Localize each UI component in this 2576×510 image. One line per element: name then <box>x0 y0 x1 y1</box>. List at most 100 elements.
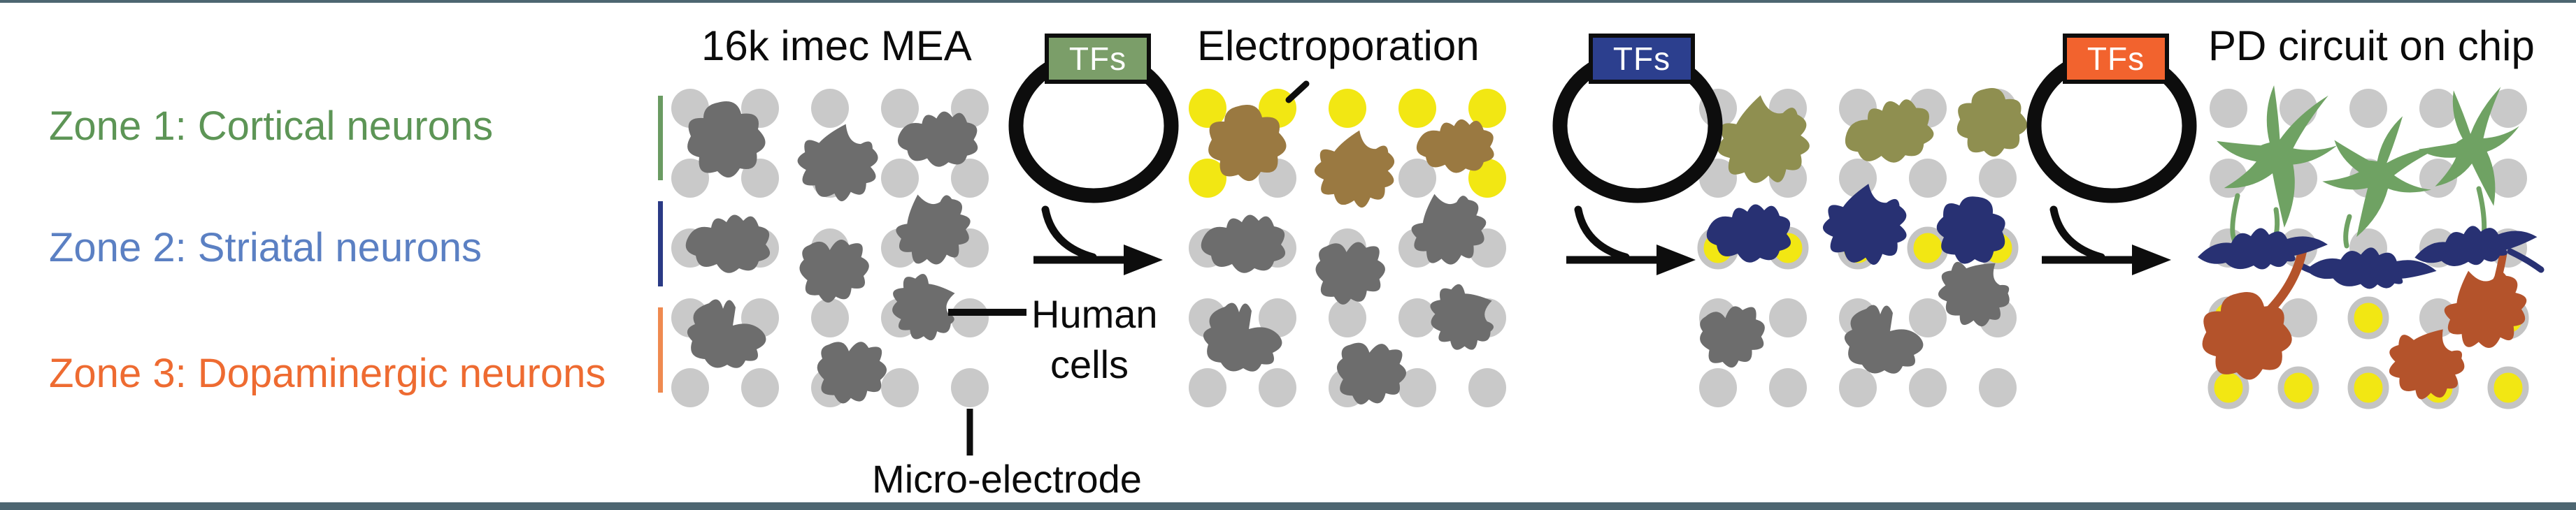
micro-electrode-dot <box>2419 89 2457 128</box>
micro-electrode-dot-ringed <box>2487 366 2529 409</box>
micro-electrode-dot <box>1699 159 1737 198</box>
cell-green <box>2217 85 2338 228</box>
cell-brown <box>1314 130 1395 208</box>
cell-gray <box>817 342 887 404</box>
micro-electrode-dot <box>1398 368 1436 407</box>
neurite-process <box>2343 214 2352 249</box>
micro-electrode-dot <box>951 159 989 198</box>
micro-electrode-dot-active <box>1189 89 1226 128</box>
cell-navy <box>1706 204 1791 263</box>
cell-gray <box>1201 214 1286 273</box>
micro-electrode-dot <box>1979 368 2017 407</box>
micro-electrode-dot <box>1329 298 1366 337</box>
micro-electrode-dot <box>1909 368 1947 407</box>
cell-gray <box>1336 342 1406 405</box>
micro-electrode-dot <box>1909 298 1947 337</box>
cell-olive <box>1956 88 2028 157</box>
arrow-curve <box>1574 205 1630 261</box>
micro-electrode-dot <box>1769 368 1807 407</box>
cell-green <box>2322 116 2444 238</box>
micro-electrode-dot <box>2210 89 2247 128</box>
cell-gray <box>685 214 771 273</box>
top-frame-bar <box>0 0 2576 3</box>
micro-electrode-dot <box>881 368 919 407</box>
cell-olive <box>1845 99 1934 163</box>
cell-gray <box>1430 284 1494 350</box>
micro-electrode-callout: Micro-electrode <box>872 457 1142 501</box>
cell-rust <box>2389 329 2465 400</box>
micro-electrode-dot <box>2489 89 2527 128</box>
cell-navy <box>2305 247 2437 289</box>
micro-electrode-dot <box>1909 159 1947 198</box>
zone1-label: Zone 1: Cortical neurons <box>49 103 494 149</box>
arrow-curve <box>2049 205 2105 261</box>
micro-electrode-dot-ringed <box>2277 366 2319 409</box>
human-cells-callout-line1: Human <box>1031 292 1158 336</box>
cell-green <box>2418 87 2519 206</box>
cell-navy <box>2198 228 2328 270</box>
cell-navy <box>2414 226 2538 266</box>
micro-electrode-dot <box>881 159 919 198</box>
micro-electrode-dot-active <box>1329 89 1366 128</box>
tfs-plasmid-label-green: TFs <box>1045 34 1151 84</box>
title-pd-circuit: PD circuit on chip <box>2208 22 2535 69</box>
zone3-color-bar <box>658 307 663 393</box>
cell-gray <box>1411 194 1487 265</box>
cell-gray <box>1315 242 1385 305</box>
cell-brown <box>1416 119 1494 173</box>
micro-electrode-dot-active <box>1468 89 1506 128</box>
micro-electrode-dot-ringed <box>1907 226 1949 270</box>
title-electroporation: Electroporation <box>1197 22 1480 69</box>
tfs-plasmid-label-orange: TFs <box>2063 34 2169 84</box>
micro-electrode-dot <box>811 89 849 128</box>
arrow-curve <box>1041 205 1097 261</box>
cell-navy <box>1823 184 1907 265</box>
cell-gray <box>687 299 766 368</box>
micro-electrode-dot <box>1699 368 1737 407</box>
micro-electrode-dot <box>2280 298 2317 337</box>
micro-electrode-dot <box>2349 89 2387 128</box>
cell-gray <box>1938 261 2010 327</box>
title-mea: 16k imec MEA <box>701 22 972 69</box>
arrow-head <box>2132 245 2171 275</box>
cell-gray <box>892 274 955 341</box>
micro-electrode-dot <box>811 298 849 337</box>
cell-navy <box>1936 196 2005 264</box>
neurite-process <box>2507 248 2545 273</box>
cell-olive <box>1717 95 1810 183</box>
micro-electrode-dot <box>1398 298 1436 337</box>
micro-electrode-dot <box>741 368 779 407</box>
arrow-head <box>1124 245 1163 275</box>
cell-rust <box>2202 292 2292 380</box>
cell-rust <box>2444 270 2527 348</box>
micro-electrode-dot <box>1259 298 1296 337</box>
cell-brown <box>1208 105 1287 182</box>
cell-gray <box>897 111 978 167</box>
cell-gray <box>687 101 766 178</box>
cell-gray <box>896 194 971 265</box>
cell-gray <box>799 240 869 303</box>
micro-electrode-dot <box>951 298 989 337</box>
micro-electrode-dot <box>1468 368 1506 407</box>
micro-electrode-dot <box>1839 368 1877 407</box>
cell-gray <box>1700 306 1765 368</box>
zone2-color-bar <box>658 201 663 286</box>
human-cells-callout-line2: cells <box>1050 342 1129 386</box>
micro-electrode-dot <box>1769 298 1807 337</box>
micro-electrode-dot <box>881 89 919 128</box>
micro-electrode-dot <box>2210 159 2247 198</box>
micro-electrode-dot-ringed <box>2347 366 2389 409</box>
zone2-label: Zone 2: Striatal neurons <box>49 225 482 270</box>
micro-electrode-dot <box>1979 159 2017 198</box>
cell-gray <box>1844 305 1924 374</box>
micro-electrode-dot <box>1398 159 1436 198</box>
micro-electrode-dot <box>1189 368 1226 407</box>
cell-gray <box>797 124 878 202</box>
electroporation-zap-mark <box>1285 80 1310 103</box>
arrow-head <box>1656 245 1696 275</box>
tfs-plasmid-label-blue: TFs <box>1589 34 1695 84</box>
micro-electrode-dot <box>671 368 709 407</box>
micro-electrode-dot <box>2419 159 2457 198</box>
micro-electrode-dot <box>1839 89 1877 128</box>
